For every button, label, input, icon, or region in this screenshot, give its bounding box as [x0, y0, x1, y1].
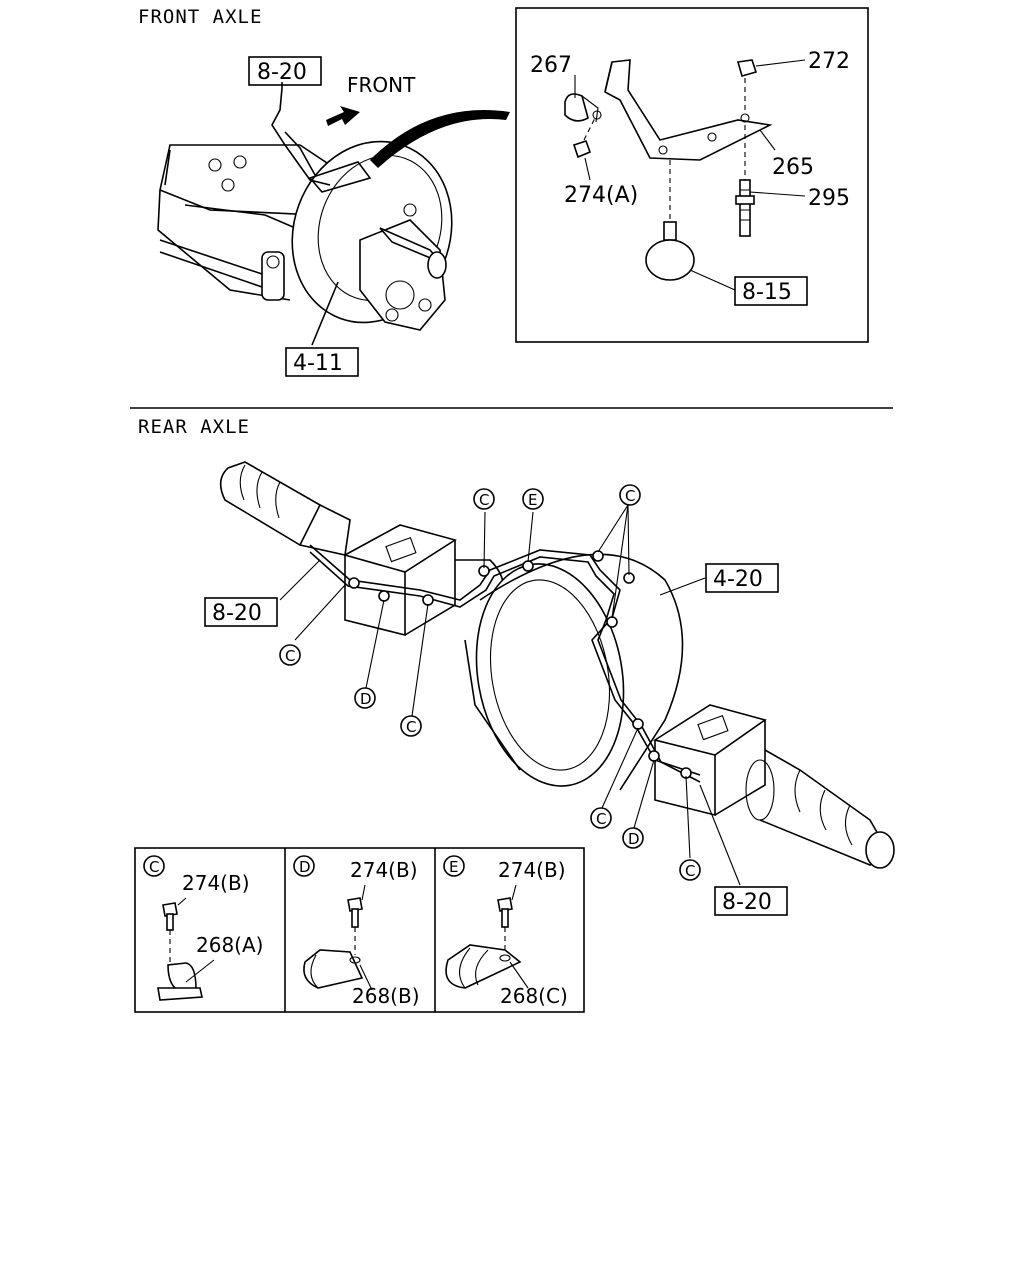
- detail-panel-c: C 274(B) 268(A): [143, 855, 263, 1001]
- detail-e-clip-label: 268(C): [500, 984, 568, 1008]
- svg-text:C: C: [406, 718, 416, 736]
- svg-text:D: D: [628, 830, 640, 848]
- front-direction-label: FRONT: [347, 73, 416, 97]
- rear-axle-drawing: [219, 461, 895, 886]
- callout-c1: C: [279, 644, 301, 666]
- part-label-267: 267: [530, 53, 572, 78]
- detail-d-bolt-label: 274(B): [350, 858, 418, 882]
- part-label-265: 265: [772, 155, 814, 180]
- ref-box-rear-hose-right: 8-20: [714, 886, 788, 916]
- svg-text:4-11: 4-11: [293, 351, 343, 376]
- svg-text:C: C: [625, 487, 635, 505]
- svg-text:D: D: [360, 690, 372, 708]
- callout-c5: C: [590, 807, 612, 829]
- detail-panel-d: D 274(B) 268(B): [293, 855, 420, 1008]
- part-label-274a: 274(A): [564, 183, 638, 208]
- svg-text:8-20: 8-20: [722, 890, 772, 915]
- callout-d1: D: [354, 687, 376, 709]
- part-label-272: 272: [808, 49, 850, 74]
- svg-text:C: C: [685, 862, 695, 880]
- callout-c6: C: [679, 859, 701, 881]
- detail-e-bolt-label: 274(B): [498, 858, 566, 882]
- svg-text:C: C: [285, 647, 295, 665]
- front-axle-title: FRONT AXLE: [138, 6, 262, 28]
- front-detail-box: [515, 7, 869, 343]
- svg-text:D: D: [299, 858, 311, 876]
- detail-pointer-arrow-icon: [370, 110, 510, 168]
- svg-text:4-20: 4-20: [713, 567, 763, 592]
- ref-box-front-brake: 4-11: [285, 347, 359, 377]
- front-axle-drawing: [157, 82, 453, 346]
- ref-box-rear-hose-left: 8-20: [204, 597, 278, 627]
- rear-axle-title: REAR AXLE: [138, 416, 250, 438]
- callout-d2: D: [622, 827, 644, 849]
- detail-panel-e: E 274(B) 268(C): [443, 855, 568, 1008]
- detail-panels: [134, 847, 585, 1013]
- svg-text:8-20: 8-20: [212, 601, 262, 626]
- detail-c-bolt-label: 274(B): [182, 871, 250, 895]
- svg-text:8-20: 8-20: [257, 60, 307, 85]
- ref-box-front-hose: 8-20: [248, 56, 322, 86]
- svg-text:C: C: [596, 810, 606, 828]
- front-direction-arrow-icon: [326, 106, 360, 126]
- callout-c4: C: [619, 484, 641, 506]
- svg-text:E: E: [528, 491, 537, 509]
- callout-c2: C: [400, 715, 422, 737]
- detail-d-clip-label: 268(B): [352, 984, 420, 1008]
- svg-text:C: C: [479, 491, 489, 509]
- ref-box-rear-brake: 4-20: [705, 563, 779, 593]
- detail-c-clip-label: 268(A): [196, 933, 263, 957]
- callout-e1: E: [522, 488, 544, 510]
- callout-c3: C: [473, 488, 495, 510]
- front-detail-drawing: [564, 59, 806, 291]
- ref-box-front-clip: 8-15: [734, 276, 808, 306]
- svg-text:8-15: 8-15: [742, 280, 792, 305]
- svg-text:C: C: [149, 858, 159, 876]
- svg-text:E: E: [449, 858, 458, 876]
- part-label-295: 295: [808, 186, 850, 211]
